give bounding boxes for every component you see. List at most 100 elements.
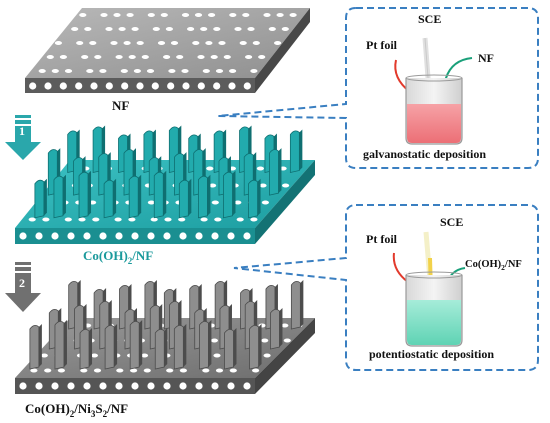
pore — [93, 368, 102, 373]
pore — [78, 217, 86, 222]
pore — [80, 368, 88, 373]
nanosheet — [104, 325, 115, 370]
step-2-number: 2 — [19, 276, 25, 290]
pore — [187, 27, 195, 31]
front-pore — [147, 232, 155, 240]
front-pore — [75, 82, 83, 90]
pore — [120, 69, 128, 73]
galvanostatic-caption: galvanostatic deposition — [363, 147, 486, 161]
pore — [261, 338, 269, 343]
sce-label-2: SCE — [440, 215, 463, 229]
pore — [263, 353, 271, 358]
pore — [123, 41, 131, 45]
front-pore — [227, 382, 235, 390]
pore — [105, 27, 113, 31]
pore — [252, 368, 260, 373]
pore — [51, 69, 59, 73]
pore — [131, 27, 139, 31]
nanosheet — [154, 329, 165, 370]
pore — [223, 55, 231, 59]
pore — [42, 217, 50, 222]
pore — [165, 27, 173, 31]
pore — [192, 41, 200, 45]
pt-foil-label-2: Pt foil — [366, 232, 398, 246]
pt-foil-label: Pt foil — [366, 38, 398, 52]
nanosheet — [290, 281, 301, 330]
pore — [234, 200, 242, 205]
nanosheet — [53, 175, 64, 219]
cooh-electrode-label: Co(OH)2/NF — [465, 259, 522, 272]
pore — [164, 217, 172, 222]
front-pore — [51, 232, 59, 240]
pore — [268, 27, 276, 31]
pore — [261, 200, 269, 205]
callout-galvanostatic: Pt foil SCE NF galvanostatic deposition — [217, 7, 539, 169]
pore — [141, 55, 149, 59]
nanosheet — [249, 325, 259, 370]
nanosheet-side — [232, 170, 236, 216]
pore — [168, 69, 176, 73]
front-pore — [147, 382, 155, 390]
pore — [202, 69, 210, 73]
front-pore — [131, 232, 139, 240]
pore — [40, 353, 48, 358]
pore — [214, 217, 222, 222]
pore — [245, 55, 253, 59]
pore — [115, 55, 123, 59]
nanosheet — [29, 325, 40, 370]
pore — [281, 323, 289, 328]
front-pore — [136, 82, 144, 90]
nanosheet — [128, 175, 139, 219]
pore — [178, 217, 186, 222]
pore — [163, 55, 171, 59]
front-pore — [29, 82, 37, 90]
pore — [143, 368, 151, 373]
pore — [263, 13, 271, 17]
front-pore — [59, 82, 67, 90]
nanosheet-side — [300, 280, 304, 327]
pore — [176, 55, 184, 59]
pore — [94, 55, 102, 59]
nanosheet-side — [138, 174, 142, 216]
nanosheet — [199, 321, 209, 370]
nanosheet-side — [208, 320, 212, 367]
front-pore — [121, 82, 129, 90]
pore — [250, 69, 258, 73]
nanosheet — [224, 329, 234, 370]
pore — [114, 217, 122, 222]
nf-label: NF — [112, 98, 129, 113]
pore — [234, 27, 242, 31]
nanosheet-side — [163, 170, 167, 216]
pore — [200, 27, 208, 31]
nanosheet-side — [164, 328, 168, 367]
pore — [213, 353, 221, 358]
front-pore — [115, 382, 123, 390]
front-pore — [243, 232, 251, 240]
nanosheet — [248, 179, 258, 219]
pore — [209, 183, 217, 188]
nf-slab — [25, 8, 310, 93]
pore — [86, 69, 94, 73]
pore — [76, 41, 84, 45]
pore — [59, 55, 67, 59]
nanosheet-side — [89, 328, 93, 367]
nanosheet-side — [299, 129, 303, 171]
step-2-arrow: 2 — [5, 262, 41, 312]
pore — [206, 166, 214, 171]
nanosheet-side — [43, 178, 47, 216]
pore — [128, 217, 136, 222]
pore — [276, 13, 284, 17]
nanosheet-side — [207, 174, 211, 216]
nanosheet-side — [257, 178, 261, 216]
pore — [44, 368, 52, 373]
nanosheet-side — [188, 178, 192, 216]
pore — [90, 353, 98, 358]
nanosheet-side — [183, 324, 187, 367]
front-pore — [151, 82, 159, 90]
pore — [258, 55, 266, 59]
front-pore — [182, 82, 190, 90]
front-pore — [131, 382, 139, 390]
nanosheet — [198, 175, 208, 219]
pore — [92, 217, 100, 222]
pore — [250, 217, 258, 222]
